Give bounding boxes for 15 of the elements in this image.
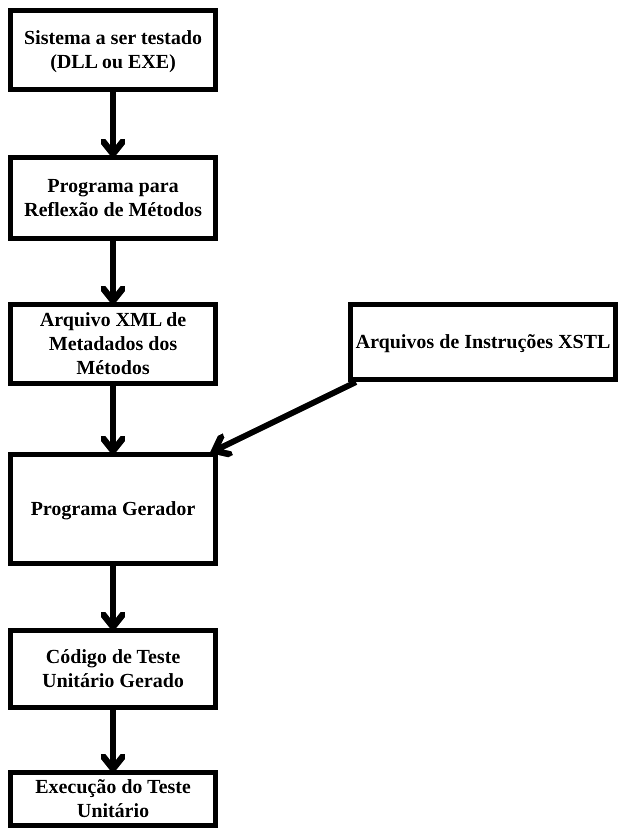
arrow [211,379,358,458]
box-label: Arquivos de Instruções XSTL [356,331,610,353]
process-box [8,155,218,241]
box-label: Programa para Reflexão de Métodos [24,175,202,221]
process-box [348,302,618,382]
box-label: Sistema a ser testado (DLL ou EXE) [24,27,202,73]
process-box [8,8,218,92]
box-label: Arquivo XML de Metadados dos Métodos [40,309,186,379]
process-box [8,452,218,566]
box-label: Código de Teste Unitário Gerado [42,646,184,692]
box-label: Execução do Teste Unitário [35,776,191,822]
box-label: Programa Gerador [30,498,196,520]
process-box [8,628,218,710]
process-box [8,770,218,828]
process-box [8,302,218,386]
